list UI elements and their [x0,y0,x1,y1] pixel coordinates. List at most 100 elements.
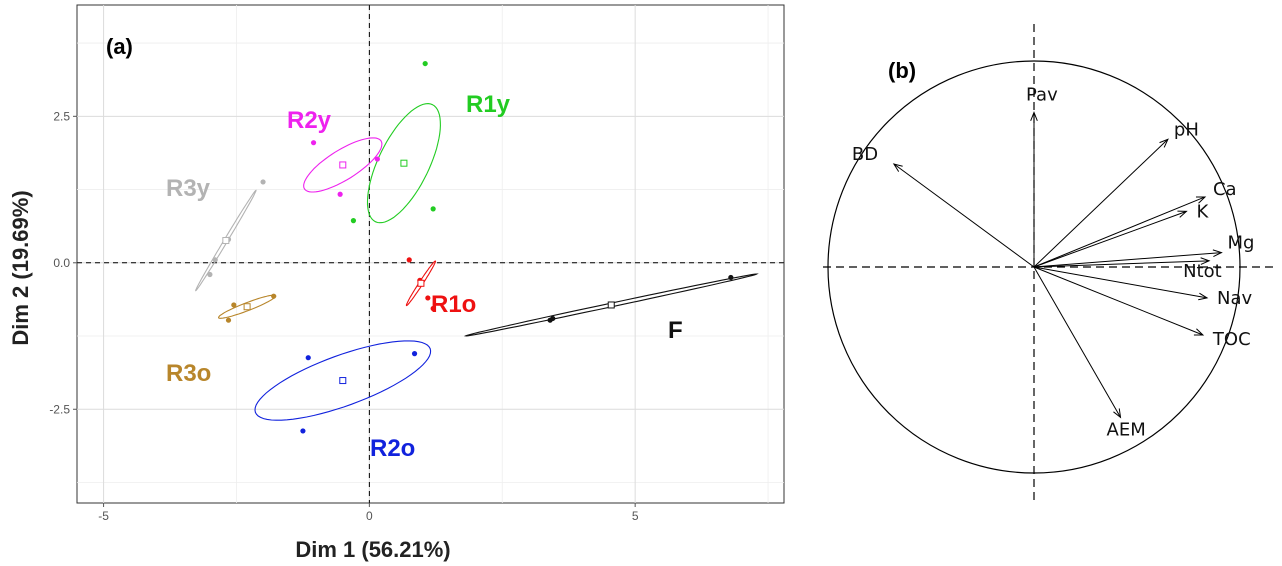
ellipse-r3o [218,294,277,319]
group-label-r2y: R2y [287,107,332,134]
arrow-head-nav [1198,292,1209,301]
group-label-r3y: R3y [166,175,211,202]
arrow-shaft-aem [1033,266,1121,418]
ellipse-r1o [405,260,437,307]
point-r1y [422,60,428,67]
variable-label-nav: Nav [1217,288,1252,309]
centroid-r3y [222,237,230,245]
arrow-shaft-mg [1033,252,1222,268]
variable-label-mg: Mg [1227,233,1254,254]
point-r1o [406,257,412,263]
point-r1y [350,218,357,224]
arrow-aem: AEM [1033,266,1146,440]
point-r2o [305,355,311,361]
arrow-shaft-toc [1033,266,1204,336]
centroid-f [607,301,615,309]
arrow-ntot: Ntot [1033,257,1222,282]
variable-label-ph: pH [1174,119,1199,140]
arrow-head-aem [1113,408,1122,419]
point-r2y [374,156,380,162]
variable-label-ntot: Ntot [1183,261,1222,282]
arrow-shaft-ph [1033,138,1169,268]
arrow-head-mg [1212,249,1223,257]
point-r3o [231,302,237,308]
ellipse-r3y [195,189,257,292]
confidence-ellipses [195,103,759,421]
tick-labels: -5 0 5 -2.5 0.0 2.5 [49,109,639,523]
centroid-r3o [243,303,251,311]
arrow-head-toc [1193,328,1205,336]
point-r2o [300,428,306,434]
panel-a-label: (a) [106,34,133,59]
variable-label-bd: BD [852,144,878,165]
point-r2o [411,351,418,357]
arrow-shaft-nav [1033,266,1208,299]
y-axis-title: Dim 2 (19.69%) [8,190,33,345]
centroid-r2o [339,377,347,385]
point-f [728,274,734,281]
variable-label-aem: AEM [1107,419,1146,440]
arrow-head-ntot [1200,257,1211,265]
group-label-r3o: R3o [166,360,211,387]
y-tick-label: 2.5 [53,109,70,123]
group-label-f: F [668,317,683,344]
x-tick-label: 5 [632,509,639,523]
group-label-r1o: R1o [431,291,476,318]
arrow-k: K [1033,201,1209,268]
arrow-shaft-ca [1033,196,1206,268]
ellipse-r2o [254,340,432,421]
point-r3y [260,179,266,185]
variable-label-k: K [1196,201,1209,222]
ellipse-r1y [366,103,441,224]
arrow-head-bd [892,163,903,172]
arrow-toc: TOC [1033,266,1251,350]
x-axis-title: Dim 1 (56.21%) [295,537,450,562]
variable-label-ca: Ca [1213,179,1237,200]
arrow-head-ca [1195,196,1207,204]
arrow-bd: BD [852,144,1035,268]
plot-area-border [76,4,785,504]
panel-b-label: (b) [888,58,916,83]
arrow-shaft-ntot [1033,260,1210,268]
arrow-head-k [1177,210,1188,218]
group-label-r2o: R2o [370,435,415,462]
centroid-r2y [339,161,347,169]
arrow-mg: Mg [1033,233,1254,268]
arrow-head-ph [1159,138,1169,148]
point-r1o [430,305,436,312]
x-tick-label: 0 [366,509,373,523]
point-r1o [425,295,431,301]
point-r3o [271,293,277,299]
arrow-ca: Ca [1033,179,1237,268]
variable-label-toc: TOC [1212,329,1251,350]
point-r2y [310,140,317,146]
arrow-pav: Pav [1026,85,1058,267]
point-f [550,315,556,322]
point-r3y [212,257,218,263]
y-tick-label: 0.0 [53,256,70,270]
y-tick-label: -2.5 [49,402,70,416]
centroid-r1y [400,159,408,167]
score-points [207,60,734,434]
point-r3o [225,317,232,323]
point-r1y [430,206,436,212]
group-label-r1y: R1y [466,91,511,118]
arrow-ph: pH [1033,119,1199,268]
point-r2y [337,191,343,197]
variable-label-pav: Pav [1026,85,1058,106]
zero-lines [77,5,784,503]
centroid-r1o [417,279,425,287]
arrow-shaft-k [1033,210,1187,268]
arrow-shaft-bd [893,163,1035,268]
arrow-head-pav [1030,111,1038,122]
x-tick-label: -5 [98,509,109,523]
ellipse-r2y [303,137,383,193]
point-r3y [207,271,213,278]
arrow-nav: Nav [1033,266,1253,309]
ellipse-f [463,273,759,337]
